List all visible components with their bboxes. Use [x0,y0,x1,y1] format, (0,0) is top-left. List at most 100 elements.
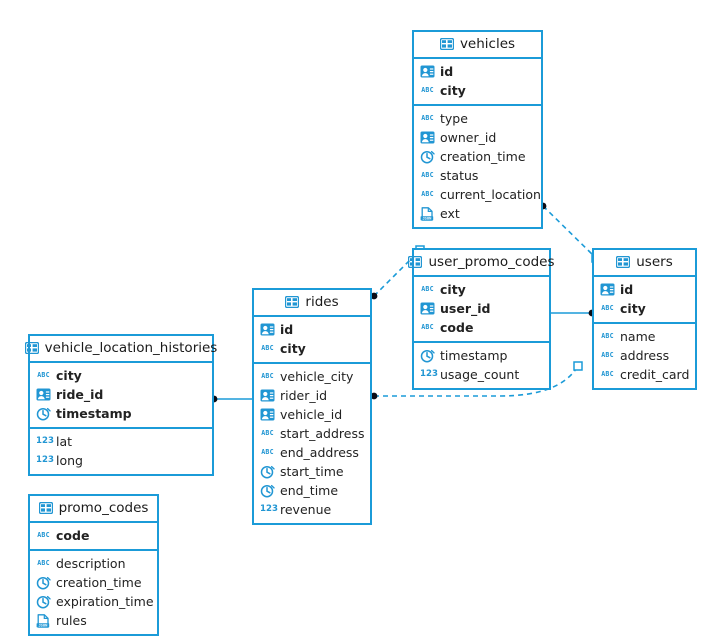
table-header-vehicles[interactable]: vehicles [414,32,541,59]
abc-icon: ABC [37,531,50,539]
abc-icon: ABC [37,559,50,567]
abc-icon: ABC [37,371,50,379]
column-row[interactable]: start_time [254,462,370,481]
column-name: type [440,111,468,126]
key-id-icon [260,389,275,402]
table-header-promo_codes[interactable]: promo_codes [30,496,157,523]
abc-icon: ABC [421,114,434,122]
column-name: creation_time [56,575,142,590]
abc-icon: ABC [421,323,434,331]
svg-text:JSON: JSON [38,623,47,627]
column-row[interactable]: id [414,62,541,81]
column-row[interactable]: id [594,280,695,299]
json-icon: JSON [36,613,51,628]
abc-icon: ABC [601,370,614,378]
table-name: user_promo_codes [428,254,555,270]
column-name: city [280,341,306,356]
column-row[interactable]: timestamp [414,346,549,365]
relationship-to-marker [573,361,583,371]
table-header-user_promo_codes[interactable]: user_promo_codes [408,250,555,277]
column-row[interactable]: creation_time [30,573,157,592]
column-name: usage_count [440,367,520,382]
clock-icon [36,576,51,590]
column-row[interactable]: ABC description [30,554,157,573]
column-name: id [620,282,634,297]
column-name: user_id [440,301,491,316]
column-row[interactable]: rider_id [254,386,370,405]
abc-icon: ABC [261,429,274,437]
column-row[interactable]: ABC type [414,109,541,128]
clock-icon [260,484,275,498]
clock-icon [36,595,51,609]
column-row[interactable]: expiration_time [30,592,157,611]
column-name: description [56,556,126,571]
column-name: name [620,329,656,344]
column-name: rules [56,613,87,628]
table-name: rides [305,294,339,310]
table-name: promo_codes [58,500,149,516]
column-row[interactable]: ride_id [30,385,212,404]
table-icon [616,256,631,268]
table-icon [38,502,53,514]
clock-icon [420,150,435,164]
clock-icon [420,349,435,363]
column-name: long [56,453,83,468]
abc-icon: ABC [601,351,614,359]
column-name: timestamp [440,348,508,363]
column-row[interactable]: creation_time [414,147,541,166]
abc-icon: ABC [421,285,434,293]
column-row[interactable]: vehicle_id [254,405,370,424]
column-row[interactable]: id [254,320,370,339]
column-row[interactable]: owner_id [414,128,541,147]
column-name: vehicle_id [280,407,343,422]
column-name: end_address [280,445,359,460]
column-name: status [440,168,479,183]
table-icon [285,296,300,308]
table-header-vehicle_location_histories[interactable]: vehicle_location_histories [24,336,217,363]
column-name: city [440,83,466,98]
column-name: id [440,64,454,79]
column-row[interactable]: end_time [254,481,370,500]
column-row[interactable]: user_id [414,299,549,318]
column-row[interactable]: timestamp [30,404,212,423]
relationship-vehicle_location_histories-rides [210,395,252,403]
table-name: vehicles [459,36,516,52]
column-name: vehicle_city [280,369,354,384]
table-header-rides[interactable]: rides [254,290,370,317]
relationship-user_promo_codes-users [551,309,596,317]
table-header-users[interactable]: users [594,250,695,277]
column-row[interactable]: JSON rules [30,611,157,630]
key-id-icon [36,388,51,401]
abc-icon: ABC [421,190,434,198]
